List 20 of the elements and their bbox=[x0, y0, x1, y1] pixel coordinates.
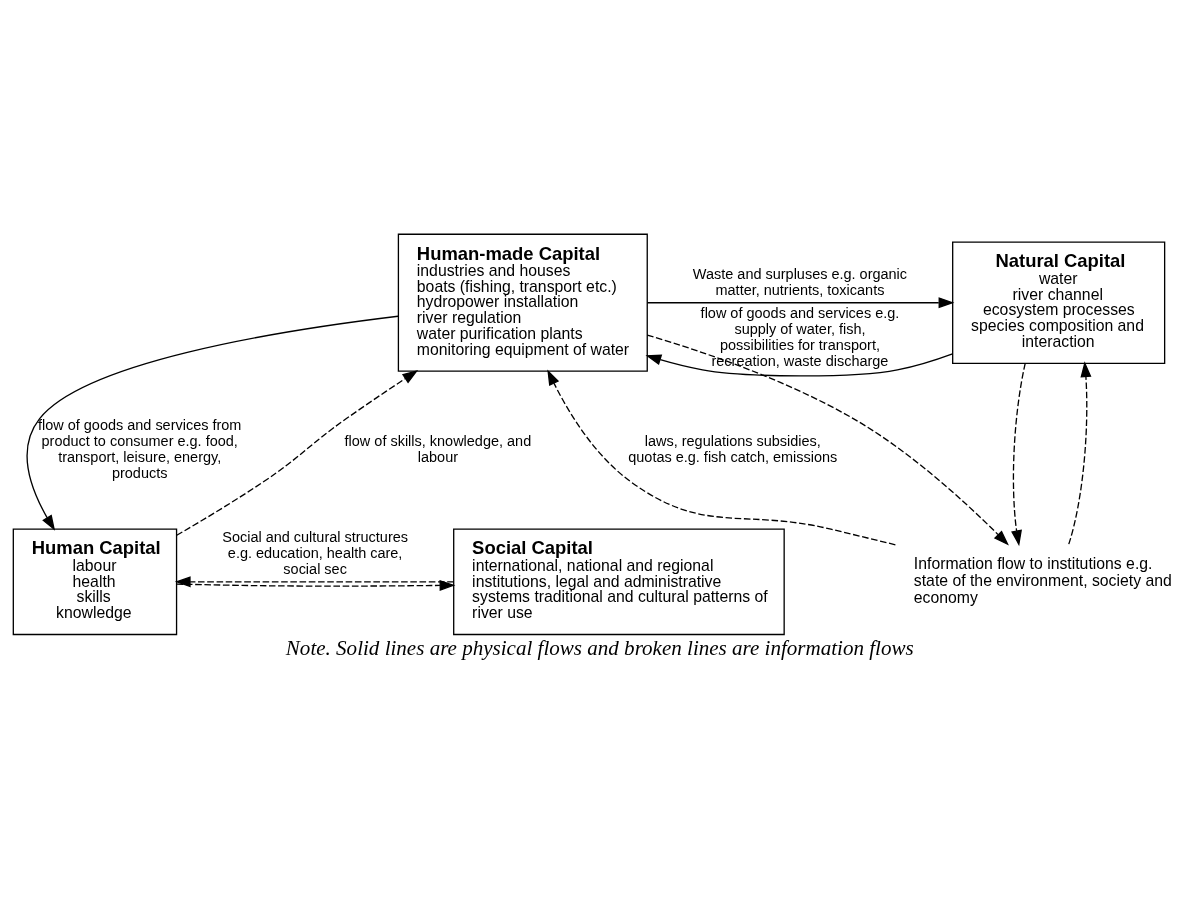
arrow bbox=[645, 353, 954, 377]
edge-label: Social and cultural structures e.g. education, health care, social sec bbox=[222, 529, 409, 577]
node-box: Social Capital international, national and regional institutions, legal and administrative systems traditional and cultural patterns of river use bbox=[453, 528, 785, 636]
arrow bbox=[547, 369, 897, 546]
arrow bbox=[26, 315, 399, 531]
arrow bbox=[646, 297, 955, 309]
edge-label: flow of skills, knowledge, and labour bbox=[344, 432, 532, 465]
edge-label: flow of goods and services from product to consumer e.g. food, transport, leisure, energy, products bbox=[37, 417, 242, 481]
node-box: Human Capital labour health skills knowledge bbox=[12, 528, 178, 636]
arrow bbox=[1011, 362, 1026, 547]
arrow bbox=[646, 334, 1009, 546]
arrow bbox=[1068, 361, 1092, 545]
node-text: Information flow to institutions e.g. state of the environment, society and economy bbox=[913, 554, 1172, 607]
edge-label: laws, regulations subsidies, quotas e.g. fish catch, emissions bbox=[628, 432, 838, 465]
node-box: Natural Capital water river channel ecosystem processes species composition and interaction bbox=[952, 241, 1166, 364]
node-box: Human-made Capital industries and houses boats (fishing, transport etc.) hydropower installation river regulation water purification plants monitoring equipment of water bbox=[397, 233, 648, 372]
edge-label: Waste and surpluses e.g. organic matter, nutrients, toxicants bbox=[692, 265, 908, 298]
arrow bbox=[176, 370, 419, 536]
edge-label: flow of goods and services e.g. supply of water, fish, possibilities for transport, recreation, waste discharge bbox=[700, 305, 900, 369]
caption: Note. Solid lines are physical flows and broken lines are information flows bbox=[285, 636, 914, 661]
